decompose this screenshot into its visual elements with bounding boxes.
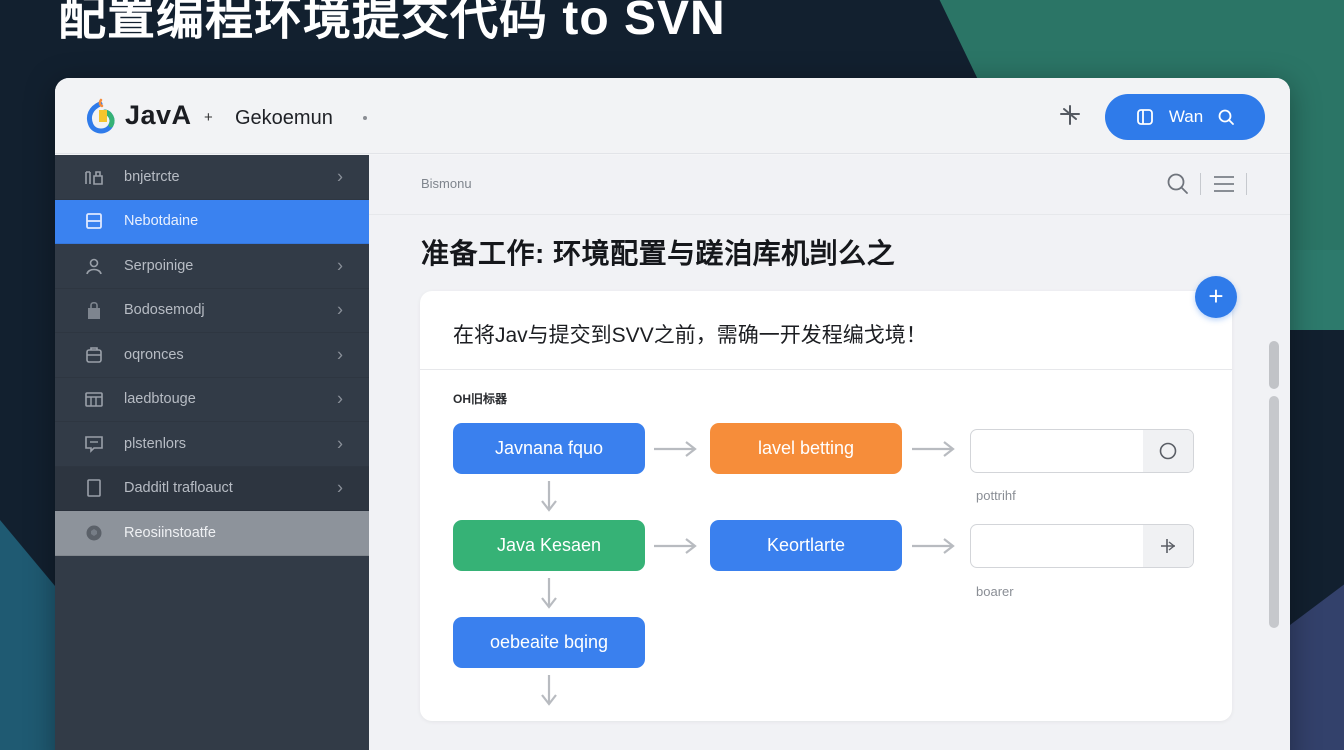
- logo-icon: [86, 98, 115, 134]
- sidebar-item-9[interactable]: Reosiinstoatfe: [55, 511, 369, 556]
- sidebar-item-label: oqronces: [124, 346, 184, 363]
- brand-suffix: +: [204, 109, 213, 126]
- sidebar: bnjetrcte › Nebotdaine Serpoinige › Bodo…: [55, 155, 369, 750]
- sidebar-item-6[interactable]: laedbtouge ›: [55, 378, 369, 422]
- background-shape-navy: [1290, 580, 1344, 750]
- output-field-1-input[interactable]: [971, 430, 1143, 472]
- breadcrumb[interactable]: Bismonu: [421, 176, 472, 191]
- circle-icon: [1159, 442, 1177, 460]
- add-button[interactable]: +: [1195, 276, 1237, 318]
- scrollbar-thumb-top[interactable]: [1269, 341, 1279, 389]
- output-field-1-button[interactable]: [1143, 430, 1193, 472]
- sidebar-item-8[interactable]: Dadditl trafloauct ›: [55, 466, 369, 511]
- calendar-icon: [83, 388, 105, 410]
- brand-name: JavA: [125, 100, 192, 130]
- sidebar-item-label: plstenlors: [124, 435, 187, 452]
- section-title: 准备工作: 环境配置与蹉洎库机剀么之: [421, 238, 896, 269]
- chevron-right-icon: ›: [337, 477, 343, 498]
- chevron-right-icon: ›: [337, 299, 343, 320]
- sidebar-item-2[interactable]: Nebotdaine: [55, 199, 369, 244]
- briefcase-icon: [83, 344, 105, 366]
- main-toolbar: Bismonu: [369, 155, 1290, 215]
- card-divider: [420, 369, 1232, 370]
- page-heading: 配置编程环境提交代码 to SVN: [58, 0, 726, 45]
- crosshair-icon: [1161, 539, 1176, 553]
- flow-step-label: lavel betting: [757, 438, 855, 458]
- sidebar-item-7[interactable]: plstenlors ›: [55, 422, 369, 467]
- chevron-right-icon: ›: [337, 388, 343, 409]
- users-icon: [83, 255, 105, 277]
- building-icon: [83, 166, 105, 188]
- search-icon: [1218, 109, 1235, 125]
- pin-button[interactable]: [1057, 102, 1083, 128]
- hamburger-menu-icon: [1214, 176, 1234, 192]
- main-content: Bismonu 准备工作: 环境配置与蹉洎库机剀么之: [369, 155, 1290, 750]
- sidebar-item-label: Bodosemodj: [124, 302, 205, 319]
- chevron-right-icon: ›: [337, 433, 343, 454]
- chevron-right-icon: ›: [337, 255, 343, 276]
- flow-step-java-setup[interactable]: Javnana fquo: [453, 423, 645, 474]
- sidebar-item-4[interactable]: Bodosemodj ›: [55, 289, 369, 333]
- arrow-right-icon: [912, 538, 955, 554]
- toolbar-divider: [1246, 173, 1247, 195]
- background-shape-teal: [0, 520, 60, 750]
- primary-button-label: Wan: [1168, 107, 1204, 126]
- flow-step-label: Javnana fquo: [494, 438, 604, 458]
- plus-icon: +: [1208, 281, 1224, 311]
- app-name[interactable]: Gekoemun: [235, 107, 333, 129]
- background-shape-green-edge: [1290, 250, 1344, 330]
- menu-button[interactable]: [1212, 173, 1236, 195]
- output-field-2-button[interactable]: [1143, 525, 1193, 567]
- lock-icon: [83, 299, 105, 321]
- arrow-right-icon: [654, 538, 697, 554]
- flow-label: OH旧标器: [453, 392, 508, 406]
- arrow-right-icon: [654, 441, 697, 457]
- pin-icon: [1060, 105, 1080, 125]
- sidebar-item-label: Reosiinstoatfe: [124, 524, 216, 541]
- shield-icon: [83, 522, 105, 544]
- flow-step-label: Keortlarte: [766, 535, 846, 555]
- message-icon: [83, 433, 105, 455]
- panel-icon: [83, 210, 105, 232]
- sidebar-item-label: laedbtouge: [124, 391, 196, 408]
- sidebar-item-1[interactable]: bnjetrcte ›: [55, 155, 369, 200]
- top-bar: JavA + Gekoemun Wan: [55, 78, 1290, 154]
- sidebar-item-label: bnjetrcte: [124, 168, 180, 185]
- primary-action-button[interactable]: Wan: [1105, 94, 1265, 140]
- flow-step-label: Java Kesaen: [496, 535, 602, 555]
- setup-card: 在将Jav与提交到SVV之前，需确一开发程编戈境！ OH旧标器 Javnana …: [420, 291, 1232, 721]
- output-field-2[interactable]: [970, 524, 1194, 568]
- flow-step-level-setting[interactable]: lavel betting: [710, 423, 902, 474]
- sidebar-item-label: Serpoinige: [124, 257, 194, 274]
- arrow-down-icon: [541, 481, 557, 512]
- sidebar-item-3[interactable]: Serpoinige ›: [55, 244, 369, 289]
- arrow-down-icon: [541, 675, 557, 706]
- chevron-right-icon: ›: [337, 344, 343, 365]
- flow-step-java-version[interactable]: Java Kesaen: [453, 520, 645, 571]
- output-field-2-input[interactable]: [971, 525, 1143, 567]
- search-button[interactable]: [1165, 171, 1191, 197]
- app-window: JavA + Gekoemun Wan bnjetrct: [55, 78, 1290, 750]
- sidebar-item-label: Dadditl trafloauct: [124, 480, 233, 497]
- flow-step-configure[interactable]: Keortlarte: [710, 520, 902, 571]
- flow-step-label: oebeaite bqing: [489, 632, 609, 652]
- document-icon: [83, 477, 105, 499]
- toolbar-divider: [1200, 173, 1201, 195]
- output-field-2-caption: boarer: [976, 584, 1014, 599]
- scrollbar-thumb[interactable]: [1269, 396, 1279, 628]
- output-field-1[interactable]: [970, 429, 1194, 473]
- search-icon: [1167, 173, 1188, 194]
- sidebar-item-5[interactable]: oqronces ›: [55, 333, 369, 378]
- arrow-down-icon: [541, 578, 557, 609]
- card-intro-text: 在将Jav与提交到SVV之前，需确一开发程编戈境！: [453, 324, 927, 347]
- chevron-right-icon: ›: [337, 166, 343, 187]
- arrow-right-icon: [912, 441, 955, 457]
- separator-dot: [363, 116, 367, 120]
- sidebar-item-label: Nebotdaine: [124, 213, 199, 230]
- book-icon: [1136, 109, 1153, 125]
- flow-step-debug[interactable]: oebeaite bqing: [453, 617, 645, 668]
- output-field-1-caption: pottrihf: [976, 488, 1016, 503]
